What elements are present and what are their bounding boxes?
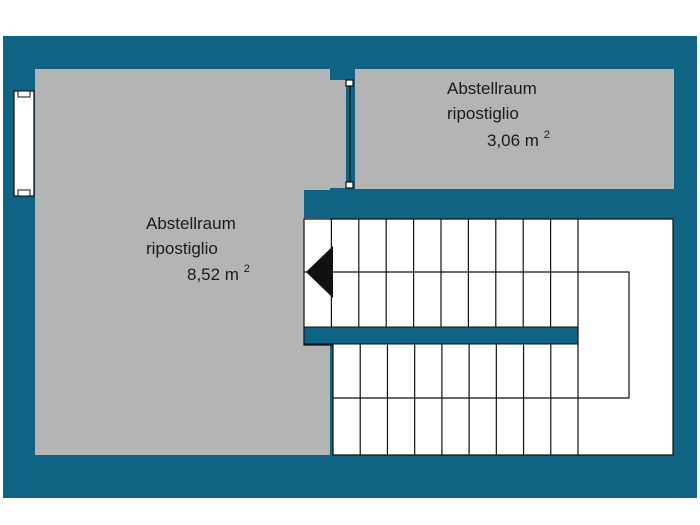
room-small-area-exponent: 2 <box>544 129 550 141</box>
window-left <box>13 90 35 197</box>
room-large-label: Abstellraum ripostiglio 8,52 m 2 <box>146 214 250 284</box>
arrow-left-icon <box>306 246 333 298</box>
room-small-area: 3,06 m <box>487 131 539 150</box>
stair-divider-wall <box>303 326 579 345</box>
interior-door <box>345 79 354 189</box>
room-large-name-de: Abstellraum <box>146 214 236 233</box>
room-small-name-de: Abstellraum <box>447 79 537 98</box>
room-small-name-it: ripostiglio <box>447 104 519 123</box>
room-small-label: Abstellraum ripostiglio 3,06 m 2 <box>447 79 550 150</box>
room-large-name-it: ripostiglio <box>146 239 218 258</box>
stair-landing-outline <box>578 271 630 399</box>
stair-top-wall <box>304 190 674 218</box>
room-large-floor <box>35 69 346 455</box>
room-large-area: 8,52 m <box>187 265 239 284</box>
room-small-floor <box>355 69 674 189</box>
stair-lower-flight <box>333 344 578 455</box>
room-large-area-exponent: 2 <box>244 263 250 275</box>
